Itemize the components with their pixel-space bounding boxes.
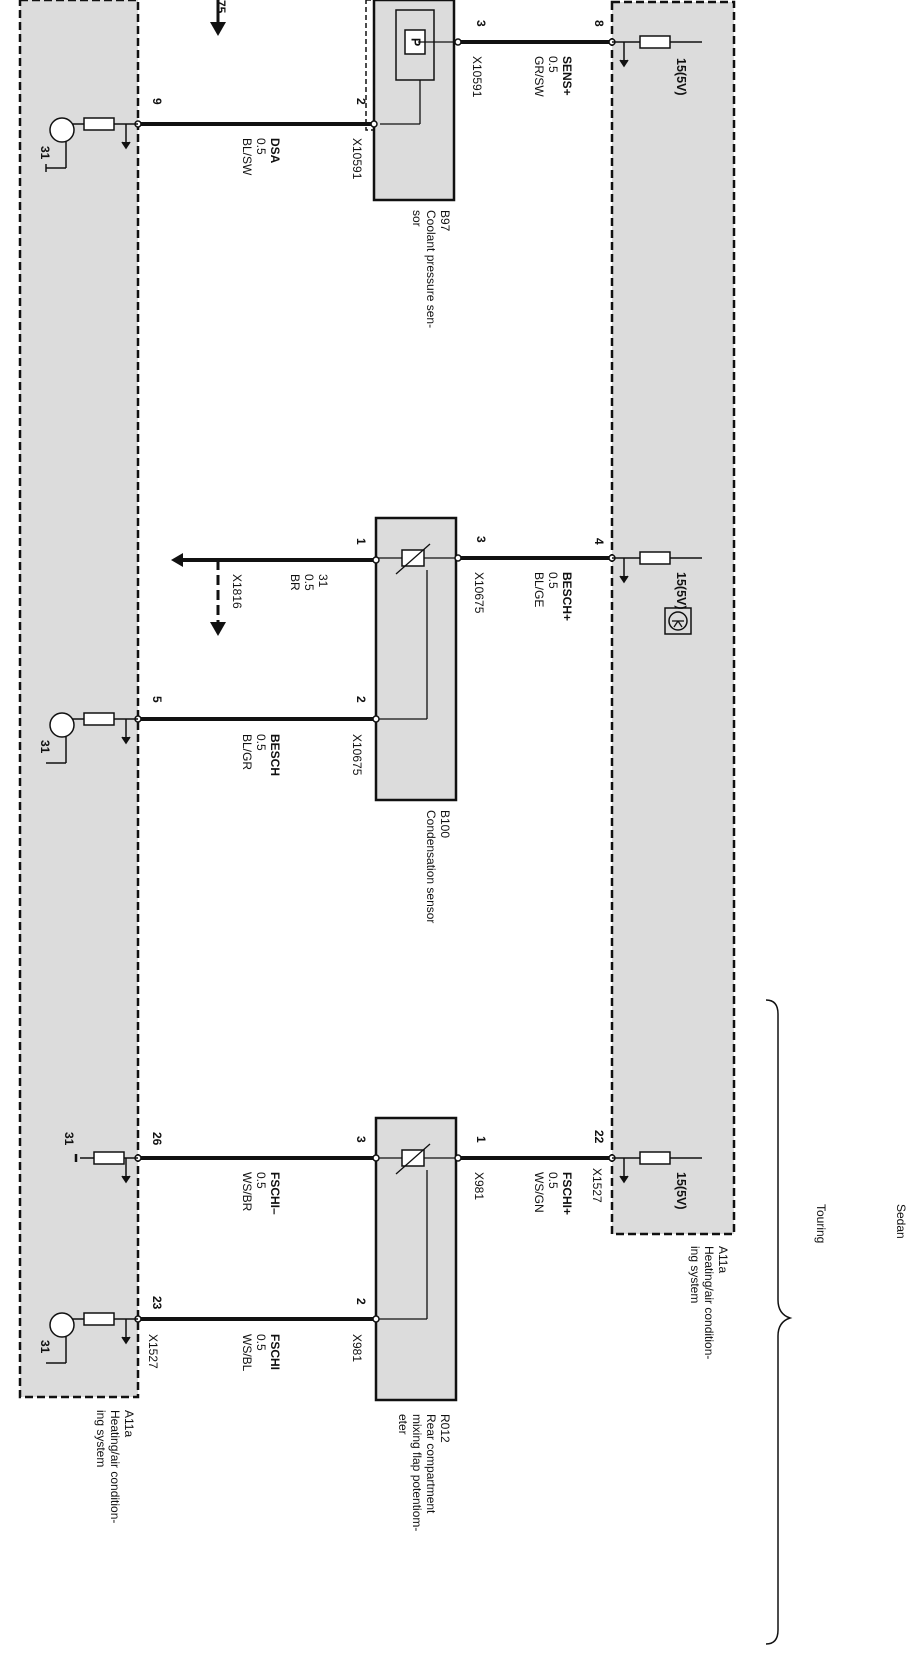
signal-label: FSCHI+ [560,1172,574,1215]
variant-touring: Touring [814,1204,828,1243]
pressure-symbol-label: P [409,38,423,46]
connector-label: X10675 [350,734,364,776]
size-label: 0.5 [254,1334,268,1351]
module-connector-label: X1527 [590,1168,604,1203]
control-unit-icon [664,607,692,635]
signal-label: FSCHI– [268,1172,282,1215]
top-arrow-label: 75 [214,0,228,14]
size-label: 0.5 [546,56,560,73]
signal-label: BESCH+ [560,572,574,621]
module-name: A11a [122,1410,136,1437]
size-label: 0.5 [254,138,268,155]
connector-label: X10591 [350,138,364,180]
ground-connector-label: X1816 [230,574,244,609]
pin-label: 2 [354,1298,368,1305]
pin-label: 26 [150,1132,164,1146]
component-desc: Rear compartment [424,1414,438,1514]
pin-label: 3 [474,536,488,543]
pin-label: 3 [474,20,488,27]
component-desc: sor [410,210,424,227]
pin-label: 1 [354,538,368,545]
color-label: WS/BR [240,1172,254,1212]
transistor-circuit [45,117,138,1364]
variant-sedan: Sedan [894,1204,908,1239]
module-a11a-right [610,0,736,1236]
pin-label: 23 [150,1296,164,1310]
color-label: BL/GE [532,572,546,607]
supply-label: 15(5V) [674,572,688,610]
supply-label: 15(5V) [674,1172,688,1210]
wire-ground-31 [171,553,376,567]
size-label: 0.5 [254,1172,268,1189]
component-name: B100 [438,810,452,838]
pin-label: 4 [592,538,606,545]
pin-label: 8 [592,20,606,27]
pin-label: 22 [592,1130,606,1144]
variant-brace [765,999,793,1645]
component-desc: Condensation sensor [424,810,438,923]
ground-label: 31 [38,146,52,160]
pin-label: 3 [354,1136,368,1143]
component-name: B97 [438,210,452,232]
color-label: BL/GR [240,734,254,770]
signal-label: SENS+ [560,56,574,96]
color-label: WS/GN [532,1172,546,1213]
component-desc: eter [396,1414,410,1435]
color-label: BL/SW [240,138,254,176]
component-name: R012 [438,1414,452,1443]
arrow-down-icon [210,560,226,636]
connector-label: X10675 [472,572,486,614]
ground-label: 31 [38,1340,52,1354]
pin-label: 1 [474,1136,488,1143]
color-label: WS/BL [240,1334,254,1372]
size-label: 0.5 [546,572,560,589]
ground-size-label: 0.5 [302,574,316,591]
potentiometer-icon [378,1143,458,1320]
potentiometer-icon [378,543,458,720]
arrow-down-icon [210,0,226,36]
module-a11a-left [18,0,140,1399]
pin-label: 2 [354,696,368,703]
pin-label: 9 [150,98,164,105]
ground-label: 31 [38,740,52,754]
connector-label: X981 [472,1172,486,1200]
module-desc: ing system [688,1246,702,1303]
signal-label: BESCH [268,734,282,776]
module-desc: Heating/air condition- [108,1410,122,1523]
supply-label: 15(5V) [674,58,688,96]
size-label: 0.5 [254,734,268,751]
component-desc: mixing flap potentiom- [410,1414,424,1531]
ground-color-label: BR [288,574,302,591]
ground-signal-label: 31 [316,574,330,588]
ground-label: 31 [62,1132,76,1146]
pin-label: 2 [354,98,368,105]
module-desc: ing system [94,1410,108,1467]
pin-label: 5 [150,696,164,703]
component-b97-connector-strip [365,0,375,131]
module-name: A11a [716,1246,730,1273]
module-connector-label: X1527 [146,1334,160,1369]
module-desc: Heating/air condition- [702,1246,716,1359]
signal-label: FSCHI [268,1334,282,1370]
connector-label: X10591 [470,56,484,98]
connector-label: X981 [350,1334,364,1362]
pressure-sensor-icon: P [380,9,458,125]
signal-label: DSA [268,138,282,164]
size-label: 0.5 [546,1172,560,1189]
color-label: GR/SW [532,56,546,97]
supply-circuit [612,35,702,1184]
component-desc: Coolant pressure sen- [424,210,438,328]
